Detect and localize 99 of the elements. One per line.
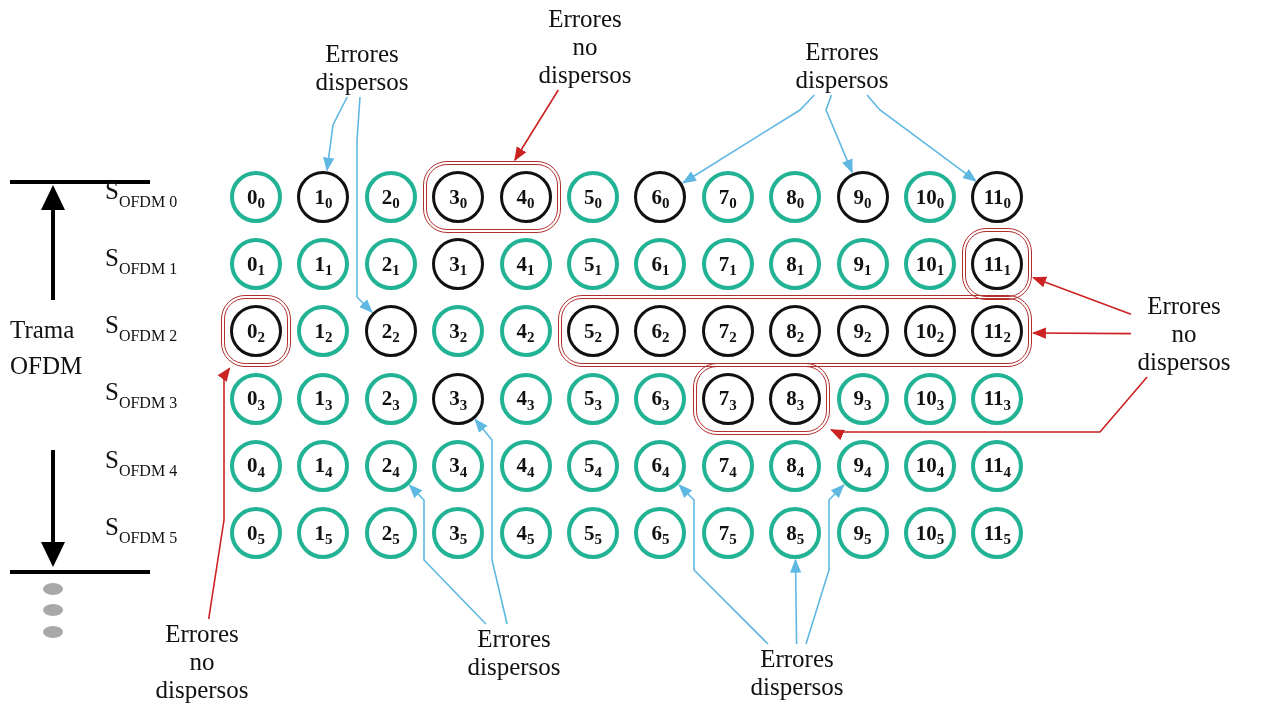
subcarrier-circle: 1$_{0}$	[297, 171, 350, 223]
subcarrier-circle: 6$_{5}$	[634, 507, 687, 559]
subcarrier-circle: 6$_{4}$	[634, 439, 687, 492]
subcarrier-circle: 11$_{1}$	[971, 238, 1024, 291]
subcarrier-circle: 8$_{1}$	[769, 238, 822, 291]
row-label: S$_{OFDM 2}$	[105, 311, 178, 339]
subcarrier-circle: 6$_{2}$	[634, 305, 687, 358]
subcarrier-circle: 1$_{4}$	[297, 439, 350, 492]
arrow	[1031, 327, 1132, 339]
subcarrier-circle: 4$_{2}$	[499, 305, 552, 358]
subcarrier-circle: 8$_{4}$	[769, 439, 822, 492]
subcarrier-circle: 10$_{2}$	[903, 305, 956, 358]
subcarrier-circle: 8$_{3}$	[769, 372, 822, 425]
subcarrier-circle: 0$_{0}$	[230, 171, 282, 223]
subcarrier-circle: 11$_{3}$	[971, 372, 1024, 425]
subcarrier-circle: 9$_{0}$	[836, 171, 889, 223]
subcarrier-circle: 0$_{3}$	[230, 372, 282, 425]
subcarrier-circle: 10$_{3}$	[904, 372, 956, 425]
subcarrier-circle: 0$_{5}$	[230, 507, 282, 559]
subcarrier-circle: 0$_{1}$	[230, 238, 282, 291]
subcarrier-circle: 5$_{1}$	[567, 238, 619, 291]
subcarrier-circle: 7$_{1}$	[701, 238, 754, 291]
row-label: S$_{OFDM 0}$	[105, 177, 178, 205]
subcarrier-circle: 9$_{2}$	[836, 305, 889, 358]
subcarrier-circle: 10$_{0}$	[904, 171, 956, 223]
error-group-outline	[221, 295, 291, 368]
error-group-outline	[962, 228, 1033, 301]
subcarrier-circle: 6$_{1}$	[634, 238, 687, 291]
subcarrier-circle: 6$_{3}$	[634, 372, 687, 425]
row-label: S$_{OFDM 5}$	[105, 513, 178, 541]
arrow	[207, 367, 231, 620]
subcarrier-circle: 4$_{3}$	[499, 372, 552, 425]
subcarrier-circle: 7$_{3}$	[701, 372, 754, 425]
subcarrier-circle: 10$_{5}$	[904, 507, 956, 559]
subcarrier-circle: 8$_{0}$	[769, 171, 822, 223]
arrow	[790, 558, 802, 645]
subcarrier-circle: 11$_{0}$	[971, 171, 1024, 223]
arrow	[514, 89, 560, 162]
arrow	[829, 376, 1148, 441]
arrow	[825, 94, 853, 174]
arrow	[805, 484, 845, 645]
arrow	[408, 484, 487, 625]
subcarrier-circle: 6$_{0}$	[634, 171, 687, 223]
subcarrier-circle: 4$_{0}$	[499, 171, 552, 223]
row-label: S$_{OFDM 3}$	[105, 378, 178, 406]
subcarrier-circle: 11$_{5}$	[971, 507, 1024, 559]
subcarrier-circle: 1$_{3}$	[297, 372, 350, 425]
subcarrier-circle: 4$_{1}$	[499, 238, 552, 291]
subcarrier-circle: 3$_{1}$	[432, 238, 485, 291]
subcarrier-circle: 3$_{3}$	[432, 372, 485, 425]
subcarrier-circle: 4$_{5}$	[499, 507, 552, 559]
row-label: S$_{OFDM 1}$	[105, 244, 178, 272]
arrow	[474, 418, 508, 625]
subcarrier-circle: 0$_{2}$	[230, 305, 282, 358]
subcarrier-circle: 2$_{4}$	[364, 439, 417, 492]
subcarrier-circle: 5$_{5}$	[567, 507, 619, 559]
subcarrier-circle: 11$_{4}$	[971, 439, 1024, 492]
subcarrier-circle: 10$_{1}$	[904, 238, 956, 291]
error-group-outline	[423, 161, 561, 233]
subcarrier-circle: 2$_{0}$	[364, 171, 417, 223]
subcarrier-circle: 9$_{3}$	[836, 372, 889, 425]
arrow	[678, 484, 769, 645]
subcarrier-circle: 2$_{2}$	[364, 305, 417, 358]
subcarrier-circle: 9$_{4}$	[836, 439, 889, 492]
subcarrier-circle: 11$_{2}$	[971, 305, 1024, 358]
row-label: S$_{OFDM 4}$	[105, 446, 178, 474]
subcarrier-circle: 8$_{5}$	[769, 507, 822, 559]
subcarrier-circle: 2$_{3}$	[364, 372, 417, 425]
arrow	[866, 94, 977, 182]
subcarrier-circle: 3$_{0}$	[432, 171, 485, 223]
arrow	[323, 96, 348, 172]
subcarrier-circle: 8$_{2}$	[769, 305, 822, 358]
arrow	[356, 96, 373, 314]
arrow	[1032, 276, 1132, 315]
error-group-outline	[558, 295, 1033, 368]
subcarrier-circle: 5$_{3}$	[567, 372, 619, 425]
subcarrier-circle: 9$_{5}$	[836, 507, 889, 559]
subcarrier-circle: 10$_{4}$	[904, 439, 956, 492]
subcarrier-circle: 5$_{0}$	[567, 171, 619, 223]
arrow	[682, 94, 816, 184]
axis-title: Trama OFDM	[10, 315, 84, 381]
error-group-outline	[692, 362, 831, 435]
subcarrier-circle: 1$_{2}$	[297, 305, 350, 358]
subcarrier-circle: 3$_{5}$	[432, 507, 485, 559]
subcarrier-circle: 7$_{2}$	[701, 305, 754, 358]
subcarrier-circle: 0$_{4}$	[230, 439, 282, 492]
subcarrier-circle: 5$_{2}$	[567, 305, 619, 358]
subcarrier-circle: 7$_{5}$	[701, 507, 754, 559]
subcarrier-circle: 3$_{4}$	[432, 439, 485, 492]
subcarrier-circle: 9$_{1}$	[836, 238, 889, 291]
subcarrier-circle: 7$_{4}$	[701, 439, 754, 492]
subcarrier-circle: 2$_{5}$	[364, 507, 417, 559]
subcarrier-circle: 2$_{1}$	[364, 238, 417, 291]
subcarrier-circle: 4$_{4}$	[499, 439, 552, 492]
subcarrier-circle: 1$_{5}$	[297, 507, 350, 559]
subcarrier-circle: 1$_{1}$	[297, 238, 350, 291]
subcarrier-circle: 7$_{0}$	[701, 171, 754, 223]
subcarrier-circle: 5$_{4}$	[567, 439, 619, 492]
subcarrier-circle: 3$_{2}$	[432, 305, 485, 358]
